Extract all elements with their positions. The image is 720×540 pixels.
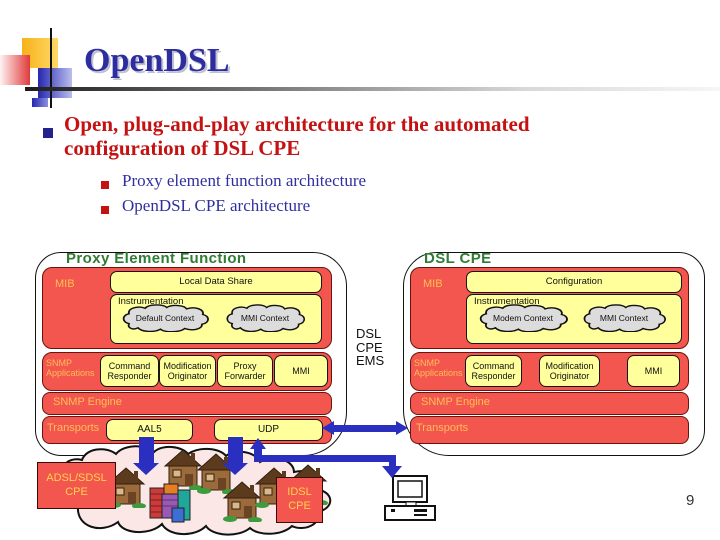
sub-bullet-text: Proxy element function architecture — [122, 171, 367, 190]
logo-blue-square — [38, 68, 72, 98]
cloud-shape-icon — [479, 304, 568, 332]
bullet-square-icon — [101, 206, 109, 214]
bullet-square-icon — [43, 128, 53, 138]
udp-box: UDP — [214, 419, 323, 441]
proxy-panel-title: Proxy Element Function — [66, 250, 247, 267]
network-equipment-icon — [149, 483, 191, 523]
sub-bullet-text: OpenDSL CPE architecture — [122, 196, 311, 215]
proxy-snmp-apps-label: SNMP Applications — [46, 358, 95, 379]
cpe-modification-originator-box: Modification Originator — [539, 355, 600, 387]
modification-originator-box: Modification Originator — [159, 355, 216, 387]
ems-link-horizontal — [254, 455, 396, 462]
logo-crosshair-line — [50, 28, 52, 108]
ems-workstation-icon — [384, 475, 436, 521]
cpe-transports-box — [410, 416, 689, 444]
logo-blue-notch — [32, 98, 48, 107]
proxy-mmi-context-label: MMI Context — [240, 313, 290, 323]
modem-context-cloud: Modem Context — [477, 304, 569, 332]
cpe-mmi-context-label: MMI Context — [599, 313, 649, 323]
arrow-down-head-icon — [133, 463, 159, 475]
cpe-transports-label: Transports — [416, 422, 469, 434]
proxy-mib-label: MIB — [55, 278, 75, 290]
udp-down-arrow — [228, 437, 243, 463]
bullet-square-icon — [101, 181, 109, 189]
cpe-mmi-box: MMI — [627, 355, 680, 387]
cloud-shape-icon — [122, 304, 209, 332]
configuration-box: Configuration — [466, 271, 682, 293]
default-context-label: Default Context — [135, 313, 195, 323]
cpe-mib-label: MIB — [423, 278, 443, 290]
house-icon — [222, 481, 262, 522]
arrow-right-head-icon — [396, 421, 408, 435]
title-divider-bar — [25, 87, 720, 91]
arrow-up-head-icon — [250, 438, 266, 449]
proxy-mmi-box: MMI — [274, 355, 328, 387]
proxy-mmi-context-cloud: MMI Context — [224, 304, 306, 332]
cpe-snmp-engine-box — [410, 392, 689, 415]
proxy-forwarder-box: Proxy Forwarder — [217, 355, 273, 387]
arrow-left-head-icon — [322, 421, 334, 435]
cpe-snmp-engine-label: SNMP Engine — [421, 396, 490, 408]
proxy-snmp-engine-box — [42, 392, 332, 415]
local-data-share-box: Local Data Share — [110, 271, 322, 293]
transports-link-arrow — [334, 424, 396, 432]
cpe-command-responder-box: Command Responder — [465, 355, 522, 387]
cloud-shape-icon — [226, 304, 306, 332]
house-icon — [106, 467, 146, 508]
dsl-cpe-ems-label: DSL CPE EMS — [356, 326, 385, 369]
proxy-snmp-engine-label: SNMP Engine — [53, 396, 122, 408]
cpe-mmi-context-cloud: MMI Context — [581, 304, 667, 332]
cpe-instrumentation-label: Instrumentation — [474, 296, 540, 307]
aal5-down-arrow — [139, 437, 154, 463]
default-context-cloud: Default Context — [120, 304, 210, 332]
page-number: 9 — [686, 492, 695, 509]
cpe-snmp-apps-label: SNMP Applications — [414, 358, 463, 379]
arrow-down-head-icon — [382, 466, 402, 478]
ems-link-vertical — [389, 455, 396, 467]
cloud-shape-icon — [583, 304, 667, 332]
proxy-transports-label: Transports — [47, 422, 100, 434]
proxy-instrumentation-label: Instrumentation — [118, 296, 184, 307]
adsl-sdsl-cpe-tag: ADSL/SDSL CPE — [37, 462, 116, 509]
main-bullet-text: Open, plug-and-play architecture for the… — [64, 112, 530, 161]
dsl-cpe-panel-title: DSL CPE — [424, 250, 492, 267]
arrow-down-head-icon — [222, 463, 248, 475]
command-responder-box: Command Responder — [100, 355, 159, 387]
modem-context-label: Modem Context — [493, 313, 553, 323]
logo-red-square — [0, 55, 30, 85]
slide-title: OpenDSL — [84, 42, 230, 79]
idsl-cpe-tag: IDSL CPE — [276, 477, 323, 523]
